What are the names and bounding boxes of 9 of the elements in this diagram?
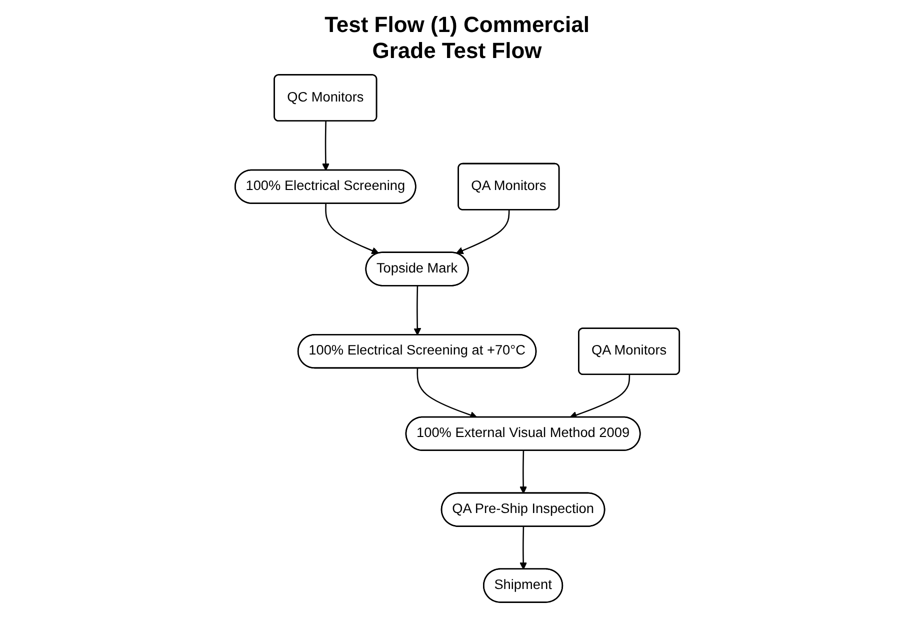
arrow — [322, 121, 330, 171]
arrow — [413, 286, 421, 336]
arrow — [569, 374, 630, 419]
arrow — [519, 526, 527, 570]
arrow — [416, 368, 478, 419]
arrow — [324, 204, 379, 254]
diagram-title: Test Flow (1) Commercial Grade Test Flow — [324, 12, 590, 64]
arrow — [456, 210, 510, 254]
arrow — [519, 450, 527, 494]
